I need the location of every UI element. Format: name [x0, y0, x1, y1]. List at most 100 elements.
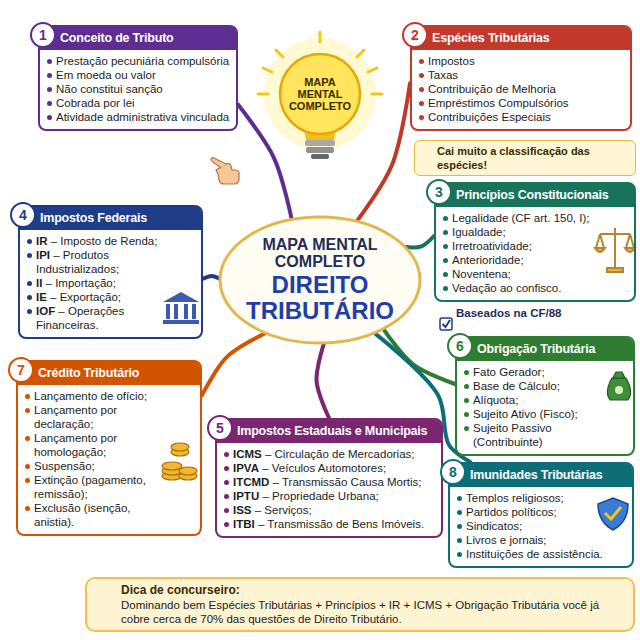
list-item: Sindicatos; [456, 519, 626, 533]
building-icon [163, 292, 199, 302]
lightbulb-glass [280, 54, 360, 134]
list-item: Atividade administrativa vinculada [46, 110, 230, 124]
item-desc: – Transmissão Causa Mortis; [269, 476, 421, 488]
building-icon [163, 320, 199, 324]
list-item: Empréstimos Compulsórios [418, 96, 624, 110]
list-item: II – Importação; [26, 276, 161, 290]
branch-connector [357, 83, 410, 221]
item-list: Lançamento de ofício;Lançamento por decl… [18, 385, 200, 534]
item-list: Legalidade (CF art. 150, I);Igualdade;Ir… [436, 207, 634, 300]
item-code: IE [36, 291, 47, 303]
list-item: Vedação ao confisco. [442, 281, 594, 295]
scales-icon [595, 228, 635, 272]
item-list: Prestação pecuniária compulsóriaEm moeda… [40, 50, 236, 129]
list-item: IR – Imposto de Renda; [26, 234, 161, 248]
bulb-text: MAPA MENTAL COMPLETO [288, 76, 352, 112]
list-item: Prestação pecuniária compulsória [46, 54, 230, 68]
warning-note: Cai muito a classificação das espécies! [414, 140, 636, 176]
scales-icon [596, 234, 634, 248]
bulb-rays [319, 32, 322, 42]
branch-connector [317, 343, 329, 418]
list-item: ITBI – Transmissão de Bens Imóveis. [223, 517, 435, 531]
coins-icon [179, 467, 197, 475]
list-item: Não constitui sanção [46, 82, 230, 96]
list-item: ICMS – Circulação de Mercadorias; [223, 447, 435, 461]
item-desc: – Imposto de Renda; [48, 235, 158, 247]
central-title: DIREITO TRIBUTÁRIO [232, 272, 408, 324]
callout-number: 8 [440, 459, 466, 485]
branch-connector [202, 333, 266, 395]
scales-icon [595, 248, 605, 252]
list-item: Instituições de assistência. [456, 547, 626, 561]
list-item: Alíquota; [463, 393, 601, 407]
bulb-base [311, 154, 329, 159]
topic-box: 8Imunidades TributáriasTemplos religioso… [448, 462, 634, 568]
item-list: IR – Imposto de Renda;IPI – Produtos Ind… [20, 230, 201, 337]
callout-number: 7 [8, 357, 34, 383]
money-bag-icon [613, 372, 625, 378]
list-item: Contribuição de Melhoria [418, 82, 624, 96]
bulb-rays [368, 68, 377, 72]
bulb-rays [263, 68, 272, 72]
shield-icon [605, 507, 621, 519]
callout-number: 1 [30, 22, 56, 48]
central-title: MAPA MENTAL COMPLETO [245, 236, 395, 270]
item-desc: – Transmissão de Bens Imóveis. [255, 518, 424, 530]
topic-box: 7Crédito TributárioLançamento de ofício;… [16, 360, 202, 536]
branch-connector [383, 329, 455, 384]
item-list: ICMS – Circulação de Mercadorias;IPVA – … [217, 443, 441, 536]
item-code: IR [36, 235, 48, 247]
item-code: II [36, 277, 42, 289]
item-desc: – Serviços; [252, 504, 312, 516]
money-bag-icon [607, 378, 630, 400]
topic-box: 6Obrigação TributáriaFato Gerador;Base d… [455, 336, 635, 456]
coins-icon [171, 443, 189, 451]
note-text: Cai muito a classificação das espécies! [437, 144, 629, 172]
bulb-rays [258, 93, 268, 96]
list-item: Lançamento por declaração; [24, 403, 160, 431]
list-item: IOF – Operações Financeiras. [26, 304, 161, 332]
shield-icon [598, 498, 628, 530]
shield-icon [598, 498, 628, 530]
item-code: IPTU [233, 490, 259, 502]
bulb-rays [276, 50, 283, 57]
item-code: IPI [36, 249, 50, 261]
item-code: IPVA [233, 462, 259, 474]
check-icon [440, 318, 452, 330]
pointing-hand [211, 158, 239, 184]
item-list: Templos religiosos;Partidos políticos;Si… [450, 487, 632, 566]
scales-icon [600, 233, 630, 235]
tip-text: Dica de concurseiro: [121, 583, 625, 598]
branch-connector [405, 236, 434, 247]
list-item: Em moeda ou valor [46, 68, 230, 82]
check-icon [440, 318, 452, 330]
item-desc: – Circulação de Mercadorias; [262, 448, 415, 460]
list-item: Noventena; [442, 267, 594, 281]
list-item: Templos religiosos; [456, 491, 626, 505]
item-list: Fato Gerador;Base de Cálculo;Alíquota;Su… [457, 361, 633, 454]
building-icon [163, 292, 199, 324]
list-item: Suspensão; [24, 459, 160, 473]
item-code: ITBI [233, 518, 255, 530]
building-icon [184, 304, 188, 319]
list-item: Livros e jornais; [456, 533, 626, 547]
building-icon [192, 304, 196, 319]
branch-connector [238, 105, 292, 220]
check-icon [443, 320, 451, 327]
callout-number: 3 [426, 179, 452, 205]
tip-text: Dominando bem Espécies Tributárias + Pri… [121, 598, 625, 626]
scales-icon [607, 268, 623, 272]
bulb-base [305, 140, 335, 146]
building-icon [174, 304, 178, 319]
central-ellipse [220, 217, 420, 343]
scales-icon [625, 248, 635, 252]
item-list: ImpostosTaxasContribuição de MelhoriaEmp… [412, 50, 630, 129]
topic-box: 3Princípios ConstitucionaisLegalidade (C… [434, 182, 636, 302]
list-item: Contribuições Especiais [418, 110, 624, 124]
tip-box: Dica de concurseiro:Dominando bem Espéci… [85, 577, 635, 632]
list-item: Partidos políticos; [456, 505, 626, 519]
list-item: Sujeito Ativo (Fisco); [463, 407, 601, 421]
topic-box: 2Espécies TributáriasImpostosTaxasContri… [410, 25, 632, 131]
list-item: Exclusão (isenção, anistia). [24, 501, 160, 529]
